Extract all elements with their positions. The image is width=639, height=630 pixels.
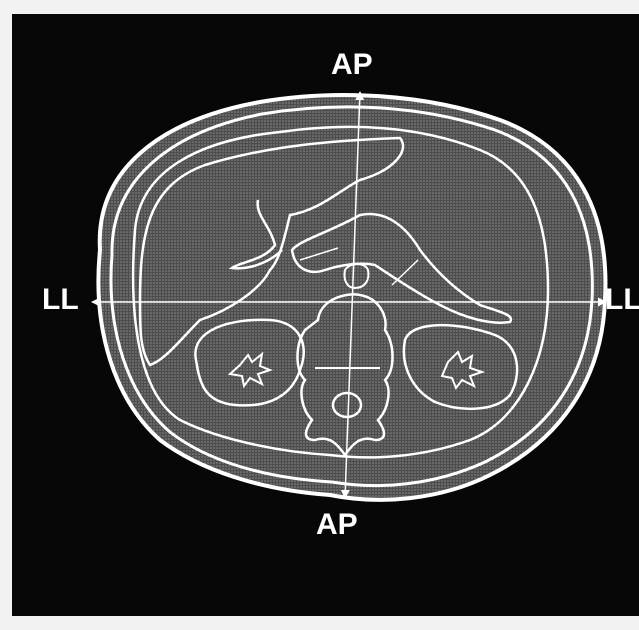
ap-label-bottom: AP (316, 510, 358, 540)
ll-label-right: LL (605, 285, 639, 315)
ll-label-left: LL (42, 285, 79, 315)
ap-label-top: AP (331, 50, 373, 80)
